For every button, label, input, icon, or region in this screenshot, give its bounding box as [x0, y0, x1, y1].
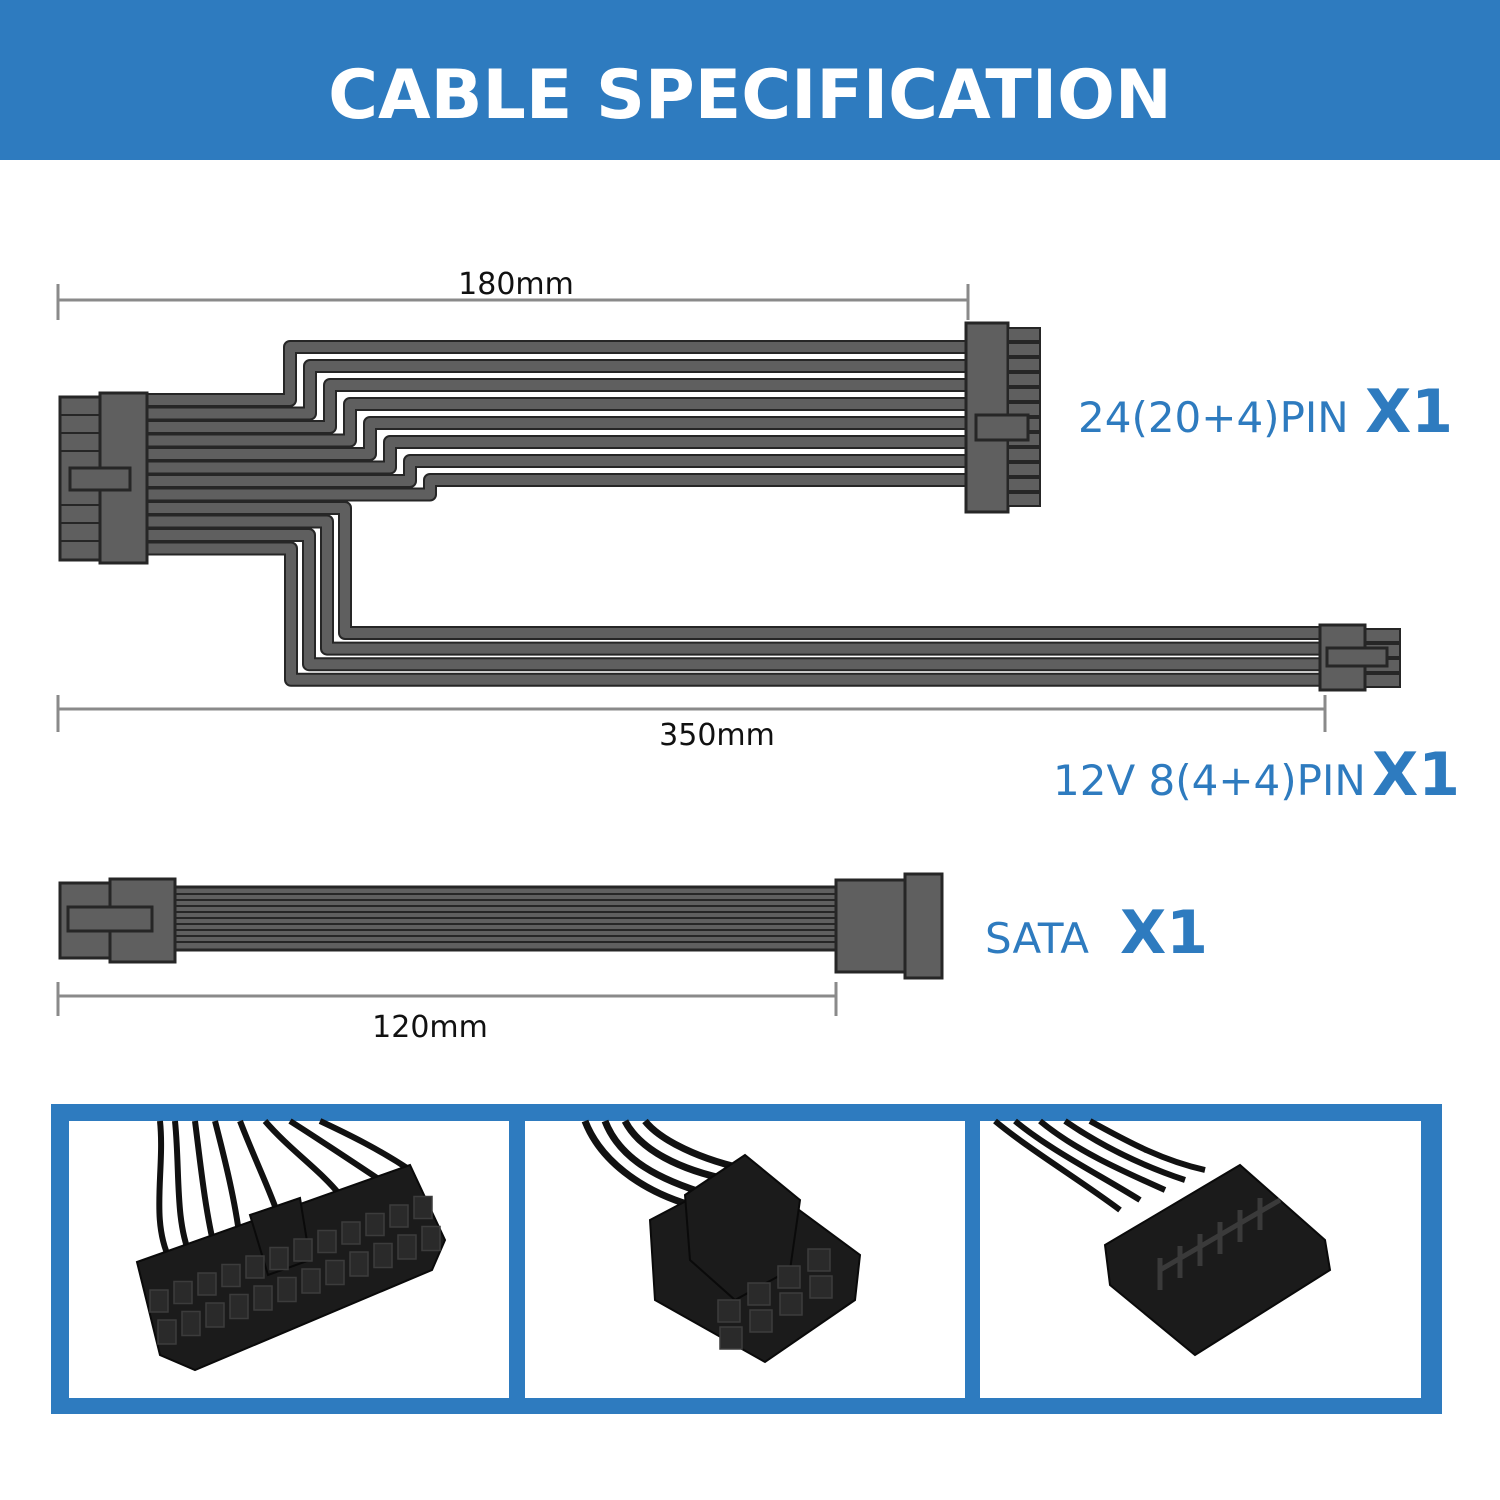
- pin-hole: [221, 1263, 241, 1288]
- wire: [147, 361, 968, 419]
- pin-hole: [325, 1259, 345, 1286]
- pin-hole: [749, 1309, 773, 1333]
- wire: [147, 503, 1322, 638]
- photo-sata-connector: [993, 1118, 1332, 1357]
- svg-text:SATA: SATA: [985, 914, 1089, 963]
- wire: [147, 543, 1322, 685]
- wire: [147, 475, 968, 500]
- left-24pin-connector: [58, 391, 149, 565]
- svg-text:180mm: 180mm: [458, 267, 574, 302]
- svg-text:12V 8(4+4)PIN: 12V 8(4+4)PIN: [1053, 756, 1366, 805]
- pin: [1007, 342, 1041, 357]
- wire-outline: [147, 340, 968, 407]
- svg-text:X1: X1: [1120, 898, 1208, 968]
- wire: [147, 342, 968, 405]
- pin: [1007, 327, 1041, 342]
- svg-text:350mm: 350mm: [659, 718, 775, 753]
- pin-hole: [777, 1265, 801, 1289]
- svg-text:24(20+4)PIN: 24(20+4)PIN: [1078, 393, 1349, 442]
- label-sata: SATA X1: [985, 898, 1208, 968]
- right-24pin-connector: [964, 321, 1041, 514]
- pin-hole: [809, 1275, 833, 1299]
- pin: [1007, 357, 1041, 372]
- wire: [147, 380, 968, 432]
- dimension-350mm: 350mm: [56, 695, 1327, 753]
- pin-hole: [389, 1204, 409, 1228]
- pin-hole: [301, 1268, 321, 1294]
- pin-hole: [413, 1195, 433, 1220]
- photo-24pin-connector: [135, 1118, 447, 1372]
- svg-text:X1: X1: [1372, 740, 1460, 810]
- pin-hole: [157, 1319, 177, 1345]
- pin-hole: [349, 1251, 369, 1277]
- wire: [147, 437, 968, 473]
- label-24pin: 24(20+4)PIN X1: [1078, 377, 1453, 447]
- label-8pin: 12V 8(4+4)PIN X1: [1053, 740, 1460, 810]
- pin-hole: [365, 1212, 385, 1237]
- dimension-120mm: 120mm: [56, 982, 838, 1045]
- pin-hole: [197, 1272, 217, 1296]
- pin-hole: [719, 1326, 743, 1350]
- header-banner: [0, 0, 1500, 160]
- pin-hole: [149, 1289, 169, 1313]
- pin-hole: [181, 1310, 201, 1337]
- pin-hole: [807, 1248, 831, 1272]
- pin-hole: [245, 1255, 265, 1279]
- pin: [1007, 387, 1041, 402]
- pin: [1007, 372, 1041, 387]
- wire: [147, 516, 1322, 654]
- photo-8pin-connector: [581, 1118, 862, 1364]
- wire: [147, 418, 968, 459]
- pin: [1007, 447, 1041, 462]
- pin-hole: [269, 1246, 289, 1271]
- dimension-180mm: 180mm: [56, 267, 970, 320]
- sata-cable: [58, 872, 944, 980]
- main-cable-wires: [147, 340, 1322, 687]
- 8pin-connector: [1318, 623, 1401, 692]
- page-title: CABLE SPECIFICATION: [328, 56, 1172, 135]
- pin-hole: [253, 1285, 273, 1311]
- pin-hole: [229, 1293, 249, 1320]
- pin-hole: [421, 1225, 441, 1252]
- pin-hole: [747, 1282, 771, 1306]
- wire: [147, 399, 968, 446]
- svg-text:120mm: 120mm: [372, 1010, 488, 1045]
- pin-hole: [397, 1234, 417, 1260]
- pin-hole: [317, 1229, 337, 1254]
- pin-hole: [173, 1280, 193, 1305]
- pin: [1007, 477, 1041, 492]
- wire: [147, 456, 968, 486]
- pin-hole: [293, 1238, 313, 1262]
- pin-hole: [373, 1242, 393, 1269]
- pin-hole: [205, 1302, 225, 1328]
- pin-hole: [779, 1292, 803, 1316]
- svg-text:X1: X1: [1365, 377, 1453, 447]
- pin-hole: [717, 1299, 741, 1323]
- pin-hole: [277, 1276, 297, 1303]
- pin: [1007, 462, 1041, 477]
- pin: [1007, 492, 1041, 507]
- wire: [147, 530, 1322, 670]
- pin-hole: [341, 1221, 361, 1245]
